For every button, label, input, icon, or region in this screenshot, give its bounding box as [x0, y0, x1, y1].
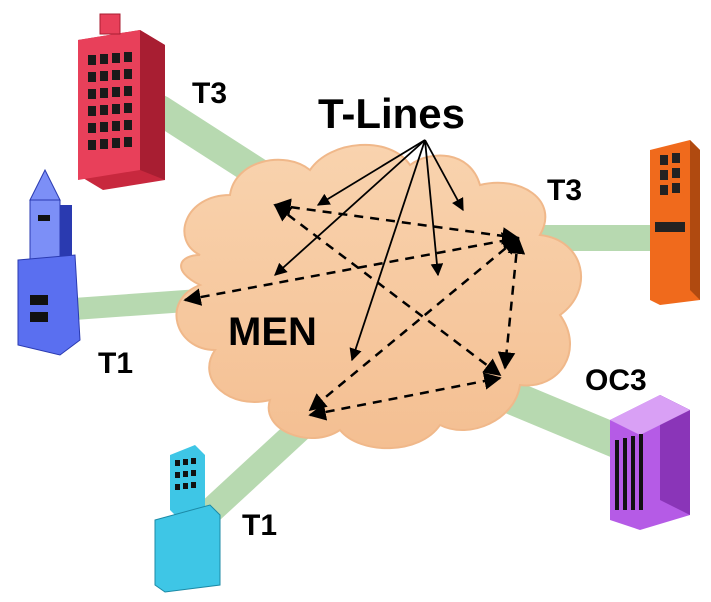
dashed-connections — [183, 198, 526, 421]
callout-arrow — [316, 139, 426, 206]
center-label: MEN — [228, 310, 317, 354]
red-building — [78, 13, 165, 190]
dashed-line — [497, 236, 526, 370]
callout-arrows — [274, 139, 464, 362]
link-label-orange: T3 — [547, 174, 582, 207]
link-pipe-blue — [59, 289, 201, 321]
cyan-building — [154, 445, 221, 593]
red-building-windows — [88, 52, 132, 150]
link-label-blue: T1 — [98, 347, 133, 380]
callout-arrow — [424, 139, 444, 277]
callout-label: T-Lines — [318, 90, 465, 137]
dashed-line — [183, 232, 520, 306]
callout-arrow — [349, 139, 426, 362]
dashed-line — [308, 372, 502, 421]
purple-building — [610, 395, 690, 530]
orange-building — [650, 140, 700, 305]
blue-tower — [17, 168, 81, 356]
link-label-cyan: T1 — [242, 509, 277, 542]
callout-arrow — [424, 139, 464, 212]
link-label-red: T3 — [192, 77, 227, 110]
callout-arrow — [274, 139, 426, 276]
link-label-purple: OC3 — [585, 364, 647, 397]
